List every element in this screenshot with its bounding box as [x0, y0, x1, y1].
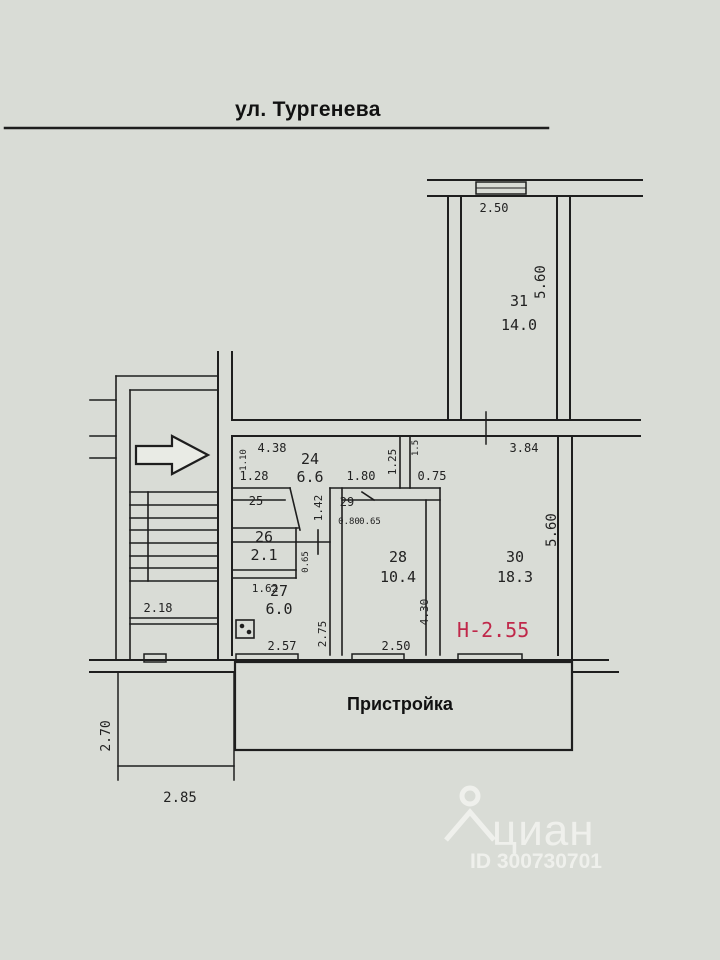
room-number: 30	[506, 548, 524, 566]
dimension-label: 0.65	[359, 517, 381, 527]
dimension-label: 2.70	[99, 720, 114, 751]
dimension-label: 2.57	[268, 639, 297, 653]
room-number: 28	[389, 548, 407, 566]
ceiling-height-label: H-2.55	[457, 618, 530, 642]
annex-box	[233, 660, 574, 752]
room-area: 14.0	[501, 316, 537, 334]
room-number: 25	[249, 494, 263, 508]
dimension-label: 1.10	[239, 449, 249, 471]
dimension-label: 2.50	[382, 639, 411, 653]
dimension-label: 5.60	[544, 513, 560, 547]
dimension-label: 1.25	[386, 449, 399, 476]
dimension-label: 1.28	[240, 469, 269, 483]
room-number: 31	[510, 292, 528, 310]
room-area: 2.1	[250, 546, 277, 564]
watermark-id: ID 300730701	[470, 850, 602, 873]
partitions	[231, 435, 441, 656]
room-area: 10.4	[380, 568, 416, 586]
entrance-arrow-icon	[134, 434, 211, 476]
dimension-label: 1.62	[252, 582, 279, 595]
dimension-label: 2.75	[316, 621, 329, 648]
room-number: 26	[255, 528, 273, 546]
room-number: 24	[301, 450, 319, 468]
dimension-label: 1.80	[347, 469, 376, 483]
room-number: 29	[340, 495, 354, 509]
stairwell	[89, 375, 219, 661]
room-area: 6.0	[265, 600, 292, 618]
dimension-label: 3.84	[510, 441, 539, 455]
dimension-label: 4.30	[418, 599, 431, 626]
annex-label: Пристройка	[347, 694, 453, 714]
street-label: ул. Тургенева	[235, 98, 381, 121]
dimension-label: 5.60	[533, 265, 549, 299]
outbuilding	[117, 671, 235, 781]
room-area: 6.6	[296, 468, 323, 486]
room-area: 18.3	[497, 568, 533, 586]
dimension-label: 1.5	[411, 440, 421, 456]
dimension-label: 2.18	[144, 601, 173, 615]
room-number: 27	[270, 582, 288, 600]
location-pin-icon	[444, 785, 496, 842]
room-31-walls	[427, 179, 643, 421]
watermark-brand: циан	[492, 806, 595, 855]
dimension-label: 0.65	[301, 551, 311, 573]
dimension-label: 0.75	[418, 469, 447, 483]
dimension-label: 1.42	[312, 495, 325, 522]
dimension-label: 4.38	[258, 441, 287, 455]
apartment-walls	[89, 351, 641, 673]
dimension-label: 0.80	[338, 517, 360, 527]
dimension-label: 2.85	[163, 790, 197, 806]
dimension-label: 2.50	[480, 201, 509, 215]
